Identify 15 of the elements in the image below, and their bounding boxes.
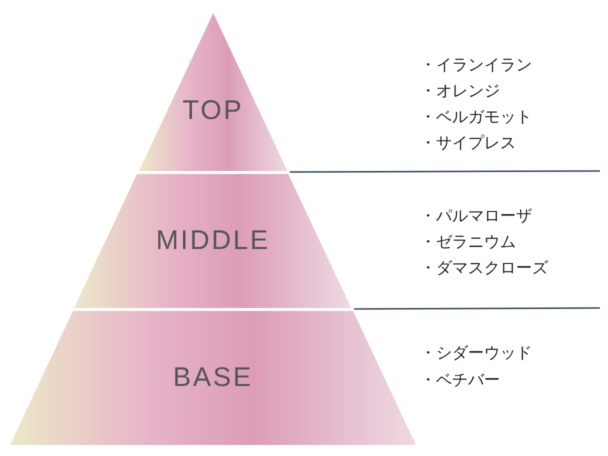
note-list-item: ・サイプレス — [420, 133, 516, 154]
note-list-item: ・ベチバー — [420, 370, 500, 391]
tier-label: TOP — [182, 94, 244, 126]
note-list-item: ・ゼラニウム — [420, 232, 516, 253]
tier-label: MIDDLE — [156, 225, 270, 256]
tier-label: BASE — [172, 362, 254, 393]
pyramid-tier — [138, 13, 288, 171]
note-list-item: ・シダーウッド — [420, 343, 532, 364]
note-list-item: ・オレンジ — [420, 81, 500, 102]
note-list-item: ・パルマローザ — [420, 206, 532, 227]
note-list-item: ・ベルガモット — [420, 107, 532, 128]
pyramid-tier — [10, 311, 416, 445]
pyramid-tier — [74, 174, 352, 308]
note-list-item: ・ダマスクローズ — [420, 258, 548, 279]
note-list-item: ・イランイラン — [420, 55, 532, 76]
